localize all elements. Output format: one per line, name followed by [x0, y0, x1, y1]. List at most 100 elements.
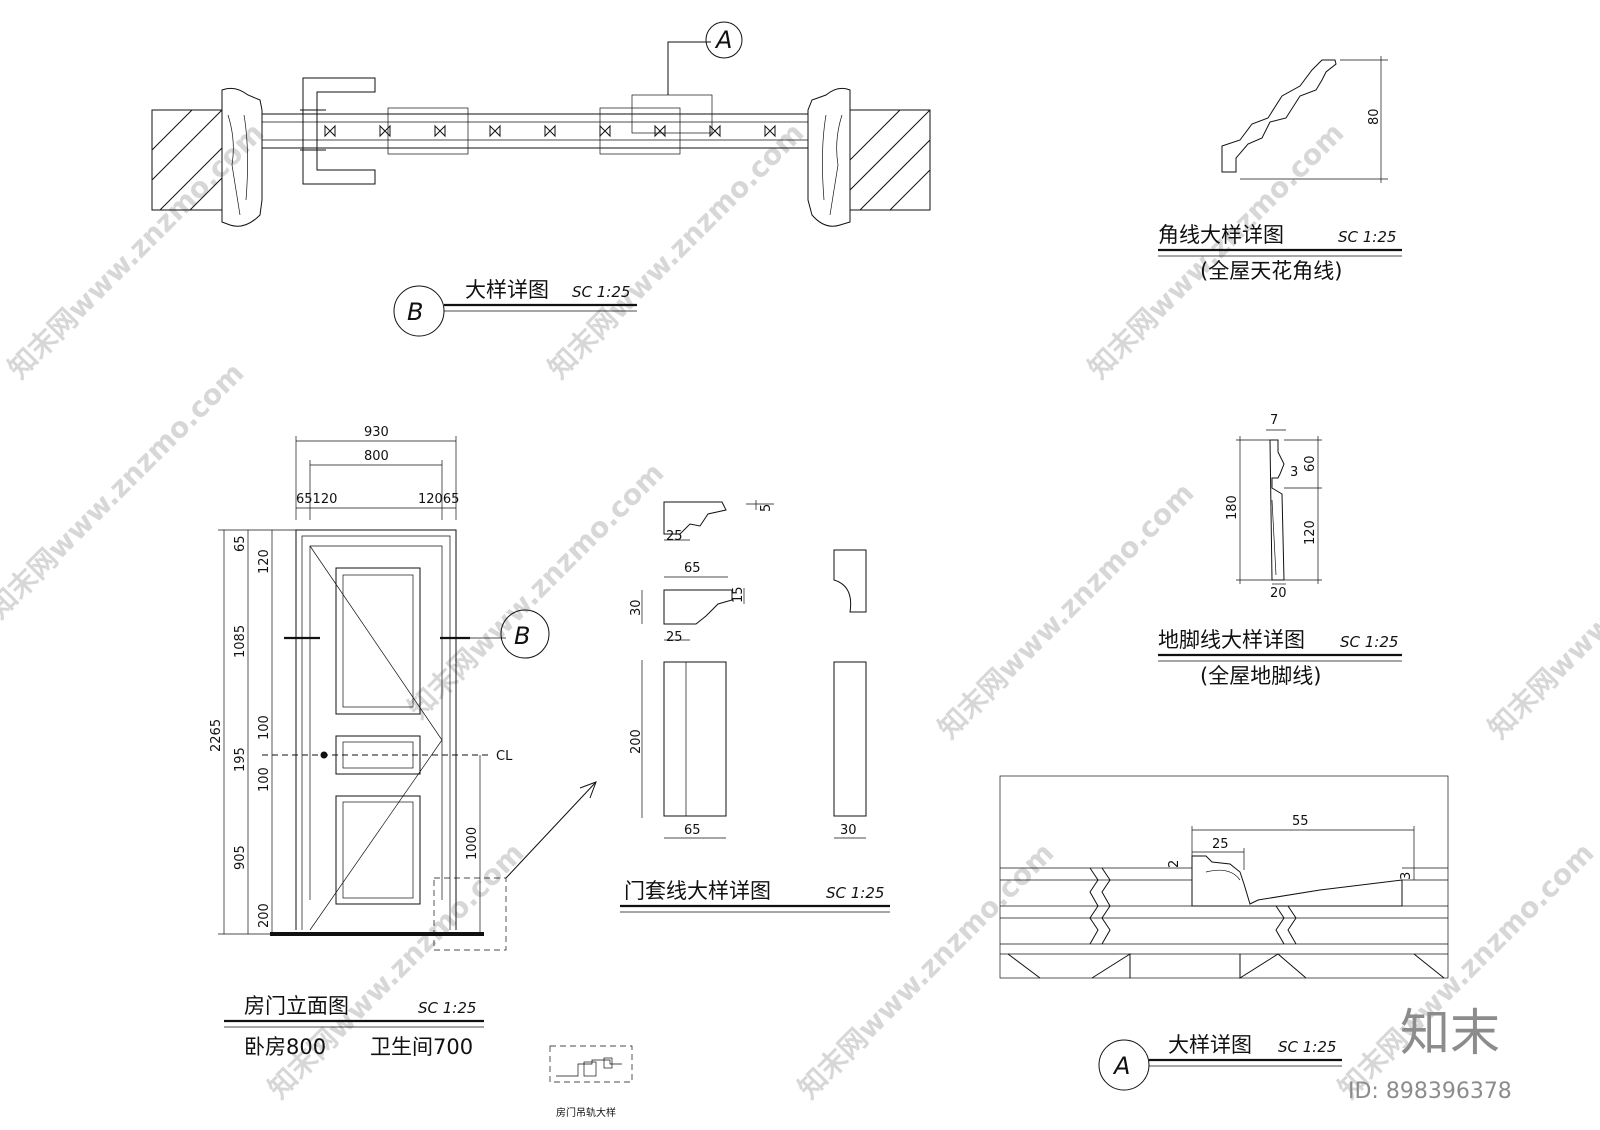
hinge-bracket	[302, 77, 376, 185]
casing-dim-200: 200	[629, 729, 644, 754]
jamb-left	[221, 87, 263, 227]
track-title: 房门吊轨大样	[556, 1106, 616, 1119]
door-panel-lower	[335, 795, 421, 905]
detail-callout-box	[433, 877, 507, 951]
title-a-circle	[1098, 1039, 1150, 1091]
casing-cap-profile	[663, 501, 727, 535]
door-dim-1000: 1000	[465, 827, 480, 860]
title-a-label: 大样详图	[1168, 1033, 1252, 1057]
door-dim-905: 905	[233, 845, 248, 870]
casing-dim-30-side: 30	[840, 823, 857, 838]
casing-dim-65-bottom: 65	[684, 823, 701, 838]
door-dim-65: 65	[233, 535, 248, 552]
casing-side	[833, 661, 867, 817]
callout-b-label: B	[514, 622, 530, 650]
jamb-right	[807, 87, 851, 227]
door-panel-upper	[335, 567, 421, 715]
detail-a-dim-55: 55	[1292, 814, 1309, 829]
door-note-bedroom: 卧房800	[244, 1035, 326, 1059]
door-dim-200: 200	[257, 903, 272, 928]
skirting-dim-180: 180	[1225, 495, 1240, 520]
casing-dim-25-top: 25	[666, 529, 683, 544]
skirting-dim-60: 60	[1303, 455, 1318, 472]
cornice-detail: 80 角线大样详图 SC 1:25 (全屋天花角线)	[1158, 56, 1402, 283]
door-dim-195: 195	[233, 747, 248, 772]
wall-right-hatch	[849, 109, 931, 211]
cornice-dim-80: 80	[1367, 108, 1382, 125]
brand-logo: 知末	[1400, 1004, 1500, 1062]
door-dim-120: 120	[257, 549, 272, 574]
watermark-text: 知末网www.znzmo.com	[0, 356, 250, 625]
casing-profile-a	[663, 589, 733, 625]
door-dim-100a: 100	[257, 715, 272, 740]
casing-side-profile	[833, 549, 867, 613]
casing-scale: SC 1:25	[826, 884, 884, 902]
detail-a-frame	[999, 775, 1449, 979]
cornice-scale: SC 1:25	[1338, 228, 1396, 246]
casing-detail: 25 5 65 30 15 25 200 65 30 门套线大样详图 SC 1:…	[620, 500, 890, 913]
detail-a-dim-2: 2	[1167, 860, 1182, 868]
skirting-profile	[1269, 439, 1285, 581]
skirting-dim-20: 20	[1270, 586, 1287, 601]
callout-a-label: A	[714, 26, 732, 54]
watermark-text: 知末网www.znzmo.com	[542, 116, 811, 385]
skirting-dim-120: 120	[1303, 520, 1318, 545]
detail-a-dim-3: 3	[1399, 872, 1414, 880]
door-dim-800: 800	[364, 449, 389, 464]
skirting-dim-3: 3	[1290, 465, 1298, 480]
skirting-dim-7: 7	[1270, 413, 1278, 428]
title-a-scale: SC 1:25	[1278, 1038, 1336, 1056]
callout-a-leader	[667, 41, 711, 95]
casing-dim-25-bottom: 25	[666, 630, 683, 645]
skirting-detail: 180 60 120 3 7 20 地脚线大样详图 SC 1:25 (全屋地脚线…	[1158, 413, 1402, 688]
door-dim-930: 930	[364, 425, 389, 440]
detail-a-moulding	[1191, 855, 1403, 907]
detail-a-dim-25: 25	[1212, 837, 1229, 852]
watermark-text: 知末网www.znzmo.com	[792, 836, 1061, 1105]
detail-b-section: A B 大样详图 SC 1:25	[151, 21, 931, 337]
title-a-marker: A	[1112, 1052, 1130, 1080]
skirting-title: 地脚线大样详图	[1158, 628, 1305, 652]
casing-title: 门套线大样详图	[624, 879, 771, 903]
casing-front	[663, 661, 727, 817]
casing-dim-65-top: 65	[684, 561, 701, 576]
image-id: ID: 898396378	[1348, 1079, 1512, 1104]
detail-a-chevrons	[1089, 867, 1297, 945]
casing-dim-15: 15	[731, 586, 746, 603]
wall-left-hatch	[151, 109, 223, 211]
detail-a-framing	[1007, 953, 1445, 979]
callout-b-circle	[500, 609, 550, 659]
door-title: 房门立面图	[244, 994, 349, 1018]
detail-arrow	[505, 781, 597, 879]
cornice-note: (全屋天花角线)	[1200, 259, 1342, 283]
watermark-layer: 知末网www.znzmo.com 知末网www.znzmo.com 知末网www…	[0, 116, 1600, 1105]
title-b-marker: B	[407, 298, 423, 326]
door-note-bathroom: 卫生间700	[370, 1035, 473, 1059]
door-elevation: 930 800 65 120 12065 CL B	[209, 425, 597, 1059]
door-panel-section	[261, 113, 809, 149]
title-b-label: 大样详图	[465, 278, 549, 302]
panel-bowties	[324, 124, 776, 138]
watermark-text: 知末网www.znzmo.com	[2, 116, 271, 385]
track-detail: 房门吊轨大样	[549, 1045, 633, 1119]
skirting-note: (全屋地脚线)	[1200, 664, 1321, 688]
door-dim-1085: 1085	[233, 625, 248, 658]
casing-dim-5: 5	[759, 504, 774, 512]
door-dim-100b: 100	[257, 767, 272, 792]
door-frame	[295, 529, 457, 930]
watermark-text: 知末网www.znzmo.com	[1482, 476, 1600, 745]
door-dim-2265: 2265	[209, 719, 224, 752]
watermark-text: 知末网www.znzmo.com	[1332, 836, 1600, 1105]
door-dim-right-parts: 12065	[418, 492, 459, 507]
door-swing	[309, 545, 443, 931]
door-scale: SC 1:25	[418, 999, 476, 1017]
watermark-text: 知末网www.znzmo.com	[932, 476, 1201, 745]
casing-dim-30: 30	[629, 599, 644, 616]
callout-a-box	[631, 94, 713, 134]
title-b-scale: SC 1:25	[572, 283, 630, 301]
wall-right	[849, 109, 931, 211]
door-centerline: CL	[496, 749, 513, 764]
detail-a-section: 55 25 2 3 A 大样详图 SC 1:25	[999, 775, 1449, 1091]
cornice-title: 角线大样详图	[1158, 223, 1284, 247]
